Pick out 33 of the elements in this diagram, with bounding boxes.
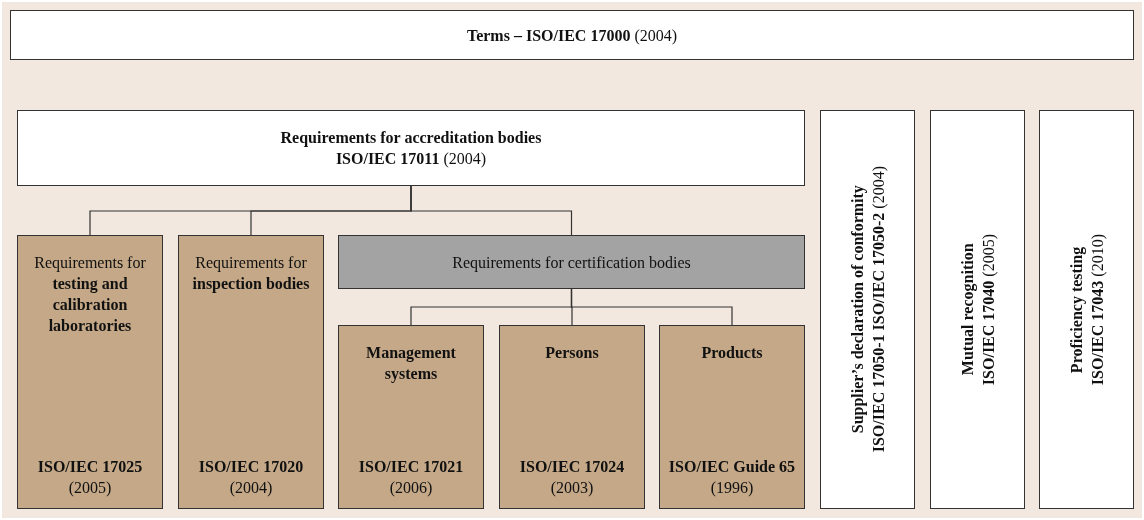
connector-line xyxy=(570,288,733,326)
box-text: ISO/IEC 17024 (2003) xyxy=(518,457,626,498)
standard-panel xyxy=(820,110,915,509)
box-text: Requirements for certification bodies xyxy=(452,252,691,273)
standard-box xyxy=(17,110,805,186)
standard-box xyxy=(659,325,805,509)
box-text: ISO/IEC 17021 (2006) xyxy=(357,457,465,498)
box-text: Requirements for inspection bodies xyxy=(191,253,311,294)
standard-box xyxy=(17,235,163,509)
box-text: Requirements for accreditation bodies xyxy=(280,128,542,148)
standard-box xyxy=(10,10,1134,60)
standard-box xyxy=(338,235,805,289)
box-text: Products xyxy=(701,343,763,363)
box-text: ISO/IEC 17011 (2004) xyxy=(335,149,487,169)
box-text: Proficiency testing xyxy=(1066,245,1086,375)
box-text: ISO/IEC 17040 (2005) xyxy=(978,233,998,386)
box-text: Mutual recognition xyxy=(957,242,977,378)
box-text: Terms – ISO/IEC 17000 (2004) xyxy=(466,25,678,46)
box-text: ISO/IEC Guide 65 (1996) xyxy=(667,457,797,498)
box-text: Management systems xyxy=(365,343,457,384)
box-text: ISO/IEC 17043 (2010) xyxy=(1087,233,1107,386)
box-text: Persons xyxy=(545,343,599,363)
standard-box xyxy=(178,235,324,509)
standard-box xyxy=(338,325,484,509)
box-text: ISO/IEC 17020 (2004) xyxy=(197,457,305,498)
box-text: Supplier’s declaration of conformity xyxy=(847,184,867,436)
box-text: Requirements for testing and calibration laboratories xyxy=(33,253,147,336)
box-text: ISO/IEC 17025 (2005) xyxy=(36,457,144,498)
connector-line xyxy=(410,185,573,236)
standard-panel xyxy=(1039,110,1134,509)
standard-box xyxy=(499,325,645,509)
standard-panel xyxy=(930,110,1025,509)
box-text: ISO/IEC 17050-1 ISO/IEC 17050-2 (2004) xyxy=(868,166,888,453)
